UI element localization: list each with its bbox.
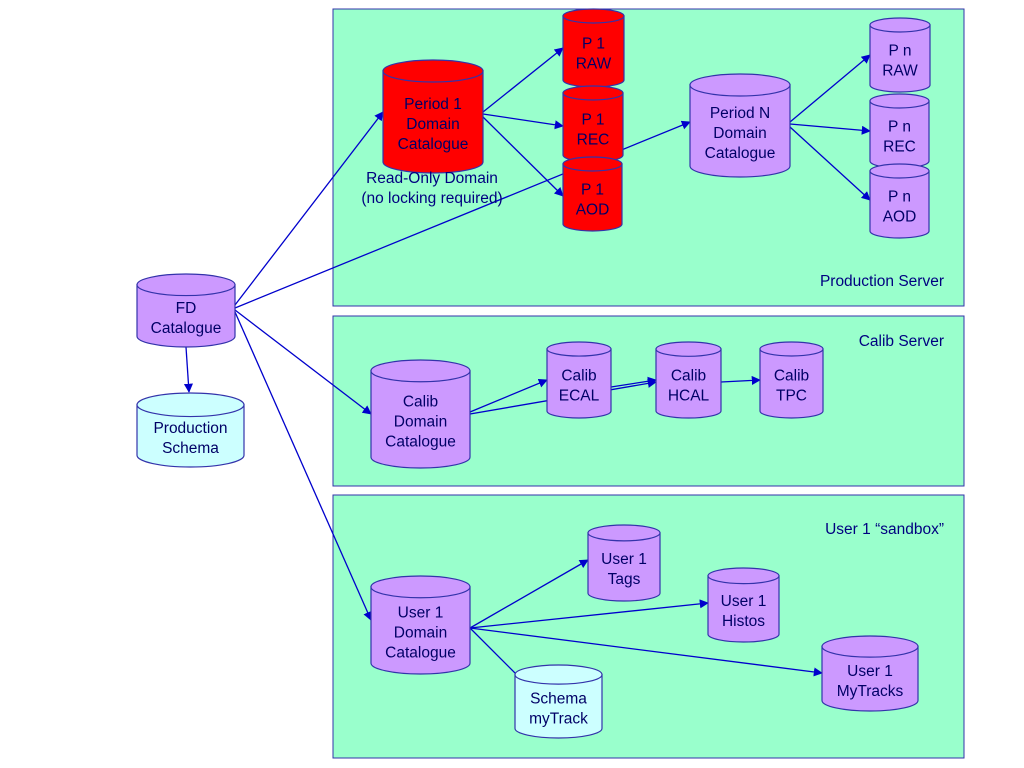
arrow-userdom-to-histos: [469, 599, 709, 629]
cylinder-label-line: AOD: [576, 202, 610, 219]
arrow-userdom-to-mytracks: [469, 627, 823, 677]
cylinder-label-line: Catalogue: [385, 644, 456, 661]
cylinder-label-line: REC: [577, 132, 610, 149]
arrow-period1-to-p1rec: [482, 113, 564, 130]
cylinder-label-line: Calib: [403, 393, 438, 410]
cylinder-label-line: Calib: [774, 368, 809, 385]
cylinder-label-line: Calib: [671, 368, 706, 385]
cylinder-label-line: RAW: [576, 56, 612, 73]
cylinder-label-line: Schema: [162, 440, 219, 457]
cylinder-label-line: HCAL: [668, 388, 710, 405]
cylinder-label-line: TPC: [776, 388, 807, 405]
cylinder-schema-mytrack: Schema myTrack: [514, 664, 603, 739]
annotation-readonly: Read-Only Domain (no locking required): [361, 170, 502, 207]
cylinder-label-line: P 1: [582, 112, 605, 129]
cylinder-label-line: Calib: [561, 368, 596, 385]
cylinder-label-line: Domain: [394, 413, 447, 430]
cylinder-label-line: Catalogue: [151, 320, 222, 337]
cylinder-label-line: myTrack: [529, 710, 588, 727]
cylinder-label-line: User 1: [721, 593, 767, 610]
panel-title-calib: Calib Server: [859, 333, 944, 350]
cylinder-label-line: Domain: [713, 125, 766, 142]
cylinder-label-line: Catalogue: [385, 433, 456, 450]
arrow-fd-to-userdom: [234, 311, 372, 621]
cylinder-p1aod: P 1 AOD: [562, 156, 623, 232]
cylinder-label-line: Tags: [608, 571, 641, 588]
cylinder-label-line: AOD: [883, 209, 917, 226]
cylinder-pnrec: P n REC: [869, 93, 930, 169]
cylinder-pnaod: P n AOD: [869, 163, 930, 239]
panel-title-user: User 1 “sandbox”: [825, 521, 944, 538]
cylinder-label-line: Histos: [722, 613, 765, 630]
cylinder-pnraw: P n RAW: [869, 17, 931, 93]
cylinder-label-line: MyTracks: [837, 683, 904, 700]
cylinder-fd: FD Catalogue: [136, 273, 236, 348]
cylinder-label-line: Period 1: [404, 96, 462, 113]
arrow-fd-to-prod_schema: [183, 346, 193, 393]
cylinder-label-line: P 1: [581, 182, 604, 199]
cylinder-label-line: User 1: [601, 551, 647, 568]
annotation-line: Read-Only Domain: [366, 170, 498, 187]
cylinder-label-line: Domain: [394, 624, 447, 641]
arrow-periodn-to-pnaod: [789, 126, 871, 201]
arrow-ecal-to-hcal: [610, 376, 657, 388]
arrow-periodn-to-pnrec: [789, 123, 871, 135]
cylinder-label-line: P n: [889, 43, 912, 60]
arrow-fd-to-period1: [234, 111, 384, 306]
cylinder-label-line: P n: [888, 119, 911, 136]
cylinder-label-line: User 1: [398, 604, 444, 621]
arrow-periodn-to-pnraw: [789, 54, 871, 123]
cylinder-label-line: Schema: [530, 690, 587, 707]
cylinder-histos: User 1 Histos: [707, 567, 780, 643]
arrow-period1-to-p1aod: [482, 116, 564, 197]
cylinder-p1raw: P 1 RAW: [562, 8, 625, 88]
arrow-fd-to-calibdom: [234, 309, 372, 415]
cylinder-label-line: REC: [883, 139, 916, 156]
cylinder-mytracks: User 1 MyTracks: [821, 635, 919, 712]
cylinder-label-line: ECAL: [559, 388, 600, 405]
cylinder-label-line: Production: [153, 420, 227, 437]
cylinder-label-line: Period N: [710, 105, 770, 122]
panel-title-production: Production Server: [820, 273, 944, 290]
cylinder-tags: User 1 Tags: [587, 524, 661, 602]
cylinder-label-line: Catalogue: [705, 145, 776, 162]
cylinder-label-line: User 1: [847, 663, 893, 680]
arrow-calibdom-to-ecal: [469, 378, 548, 413]
cylinder-label-line: Catalogue: [398, 136, 469, 153]
cylinder-p1rec: P 1 REC: [562, 85, 624, 163]
cylinder-label-line: FD: [176, 300, 197, 317]
cylinder-label-line: P n: [888, 189, 911, 206]
cylinder-label-line: P 1: [582, 36, 605, 53]
arrow-hcal-to-tpc: [720, 375, 761, 385]
arrow-period1-to-p1raw: [482, 47, 564, 113]
cylinder-label-line: RAW: [882, 63, 918, 80]
arrow-userdom-to-tags: [469, 559, 589, 629]
annotation-line: (no locking required): [361, 190, 502, 207]
cylinder-label-line: Domain: [406, 116, 459, 133]
